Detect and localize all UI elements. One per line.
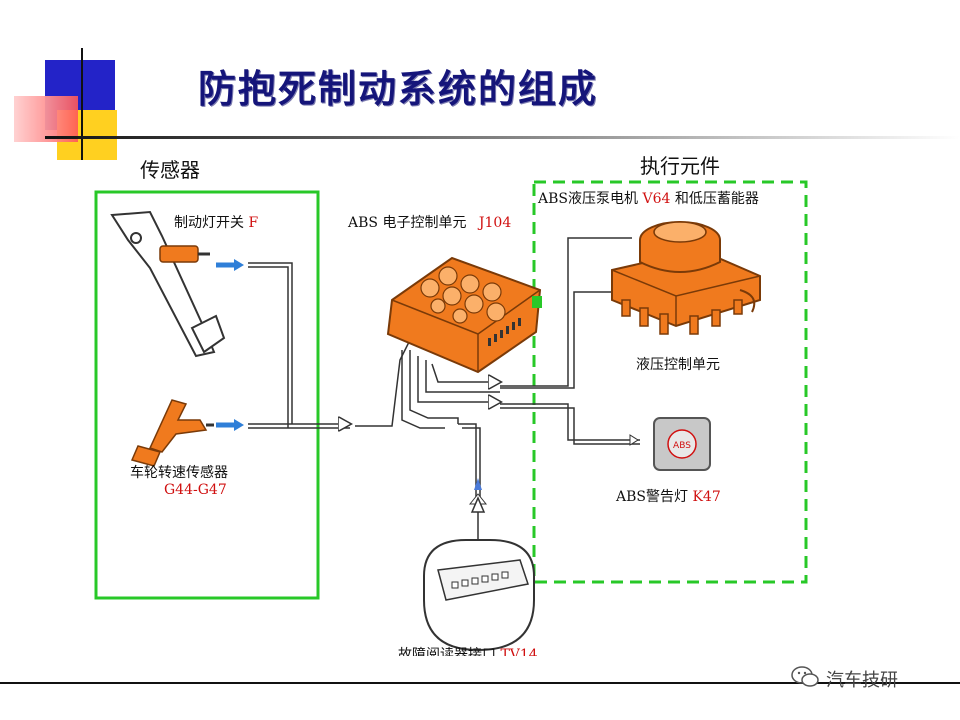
ecu-code: J104 xyxy=(478,215,512,231)
red-square-fade xyxy=(14,96,78,142)
actuators-group-label: 执行元件 xyxy=(640,154,720,178)
warning-lamp-badge: ABS xyxy=(673,441,691,451)
ecu-output-lines xyxy=(401,237,640,498)
warning-lamp-name: ABS警告灯 xyxy=(616,489,688,505)
diag-connector-label: 故障阅读器接口 TV14 xyxy=(398,644,538,656)
ecu-label: ABS 电子控制单元 J104 xyxy=(348,212,511,232)
pump-code: V64 xyxy=(642,191,671,207)
wheel-sensor-code: G44-G47 xyxy=(164,482,227,498)
brake-switch-icon xyxy=(159,245,199,263)
title-underline xyxy=(45,136,960,139)
actuators-group-box xyxy=(532,180,808,584)
wheel-sensor-arrow-head xyxy=(234,419,244,431)
warning-lamp-code: K47 xyxy=(692,489,721,505)
pump-name-a: ABS液压泵电机 xyxy=(538,191,638,207)
brake-pedal-icon xyxy=(110,210,226,358)
ecu-name: ABS 电子控制单元 xyxy=(348,215,467,231)
pump-name-b: 和低压蓄能器 xyxy=(674,191,759,207)
bottom-rule xyxy=(0,682,960,684)
ecu-icon xyxy=(386,256,542,374)
watermark-text: 汽车技研 xyxy=(826,670,898,691)
corner-decoration xyxy=(14,48,960,160)
page-title: 防抱死制动系统的组成 xyxy=(198,66,599,111)
hydraulic-unit-icon xyxy=(611,221,761,335)
brake-switch-name: 制动灯开关 xyxy=(174,215,244,231)
brake-switch-code: F xyxy=(248,215,259,231)
wheel-sensor-name: 车轮转速传感器 xyxy=(130,465,228,481)
warning-lamp-label: ABS警告灯 K47 xyxy=(616,486,721,506)
wheel-speed-sensor-icon xyxy=(130,399,214,467)
brake-switch-arrow-head xyxy=(234,259,244,271)
sensors-group-box xyxy=(94,190,320,600)
sensors-group-label: 传感器 xyxy=(140,158,200,182)
sensor-signal-lines xyxy=(248,262,411,428)
wechat-icon xyxy=(790,664,820,690)
diag-connector-name: 故障阅读器接口 xyxy=(398,647,496,656)
warning-lamp-icon: ABS xyxy=(653,417,711,471)
ecu-output-arrows xyxy=(468,434,639,505)
diag-connector-icon xyxy=(423,539,535,652)
brake-switch-label: 制动灯开关 F xyxy=(174,212,258,232)
hydraulic-unit-label: 液压控制单元 xyxy=(636,357,720,373)
pump-label: ABS液压泵电机 V64 和低压蓄能器 xyxy=(538,188,759,208)
diag-connector-code: TV14 xyxy=(500,647,538,656)
diag-up-arrow xyxy=(470,478,486,540)
